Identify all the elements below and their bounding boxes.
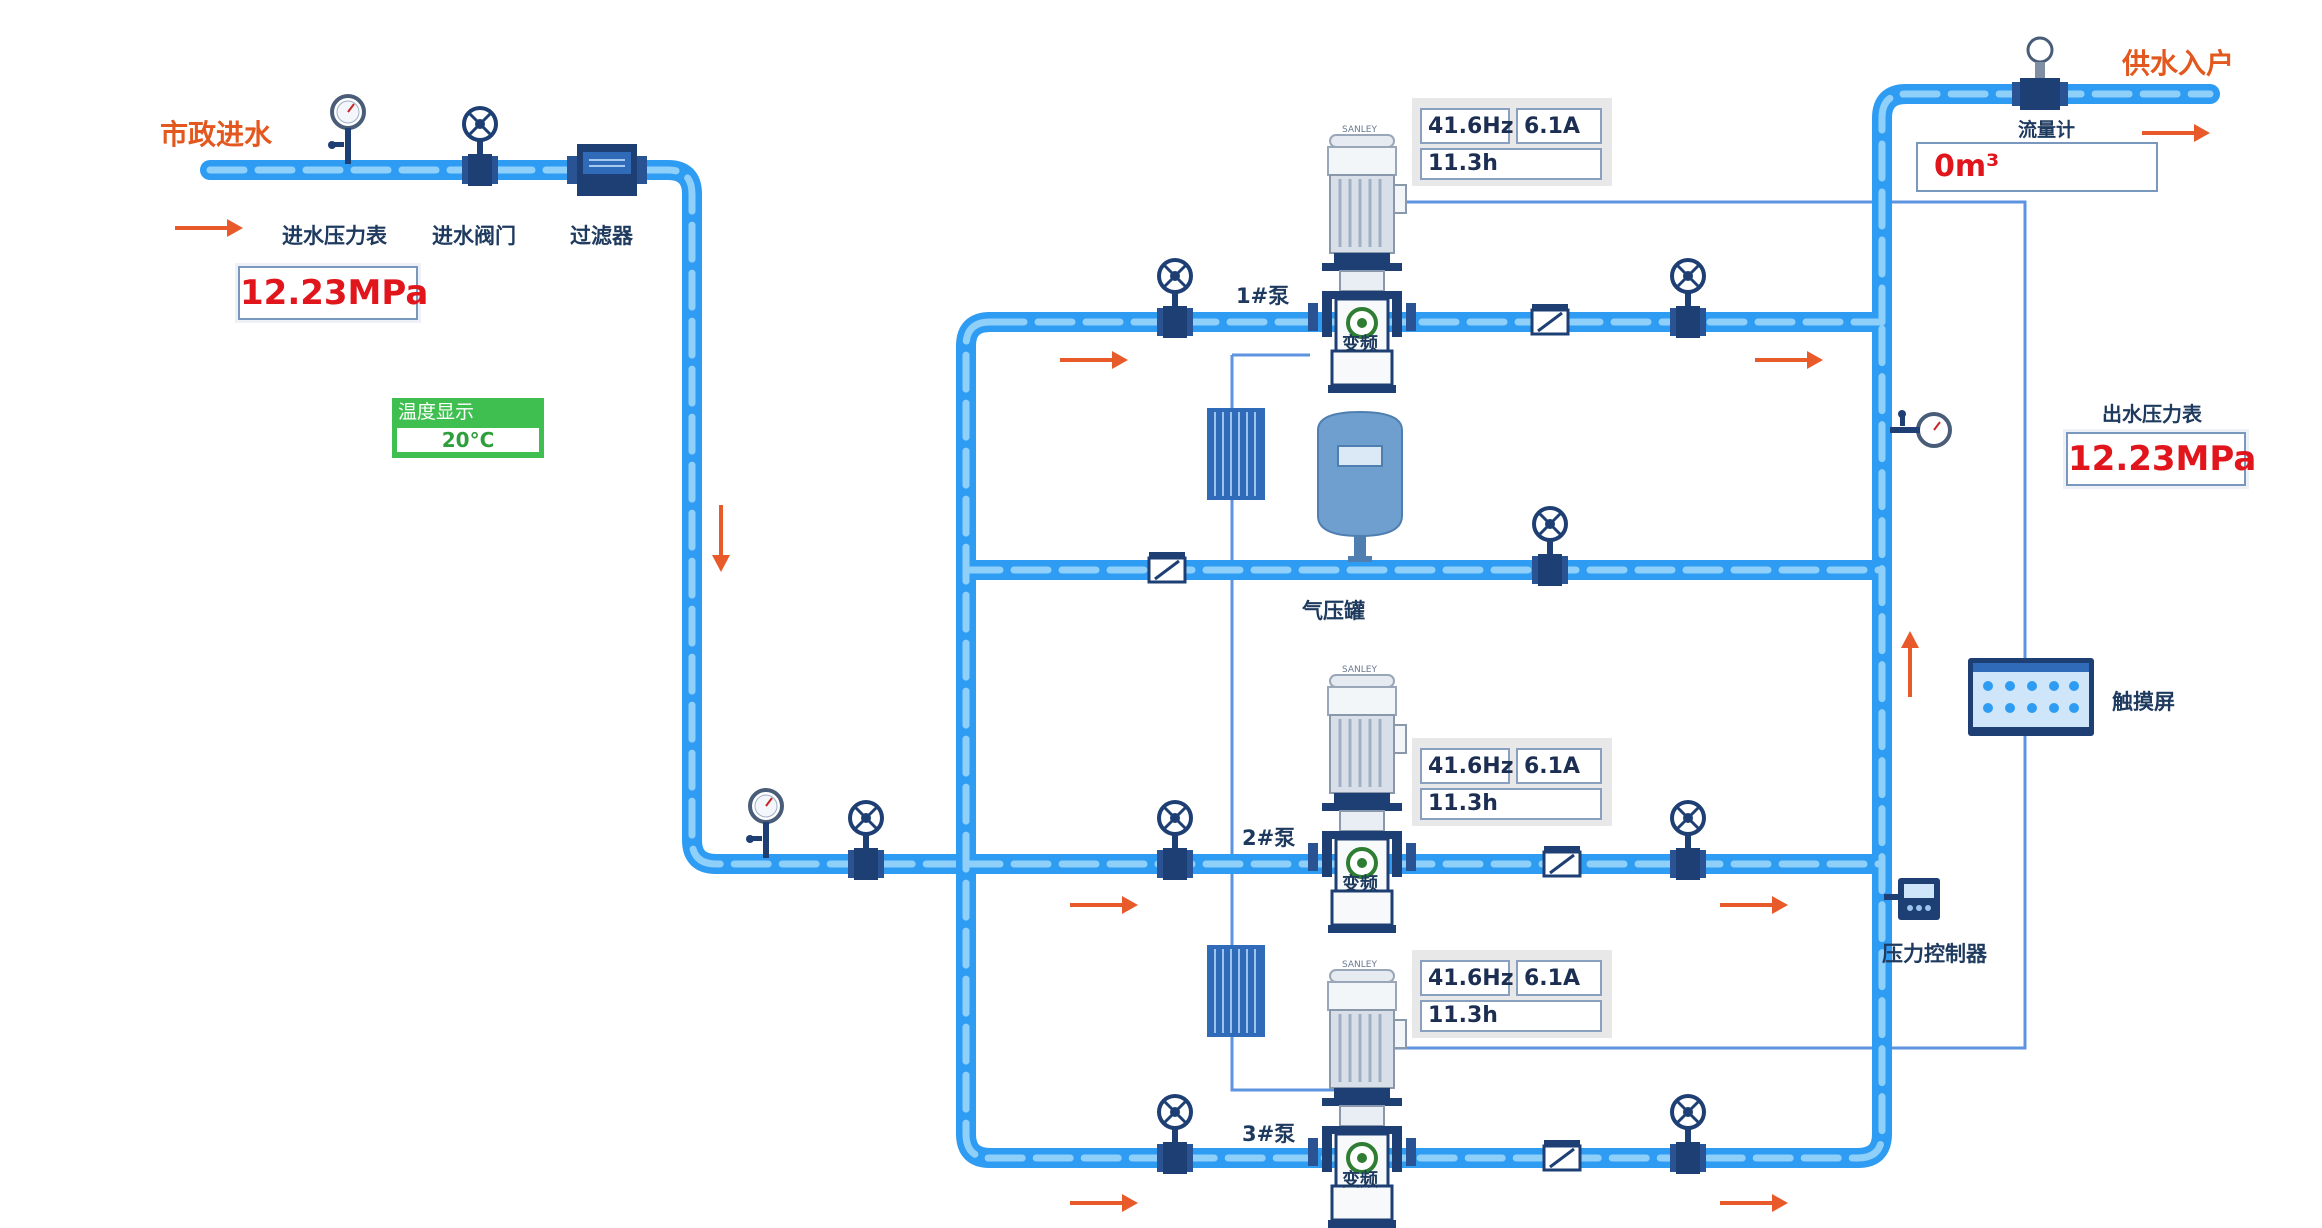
flowmeter-icon [2012, 36, 2068, 110]
control-wires [1230, 200, 2027, 1092]
pump2-runtime: 11.3h [1420, 788, 1602, 820]
pump3-status-panel: 41.6Hz 6.1A 11.3h [1412, 950, 1612, 1038]
filter-label: 过滤器 [570, 224, 633, 248]
filter-icon [567, 144, 647, 196]
outlet-pressure-label: 出水压力表 [2102, 402, 2202, 426]
inlet-valve-icon[interactable] [460, 106, 500, 188]
inlet-pressure-gauge-icon [326, 94, 366, 166]
pump3-frequency: 41.6Hz [1420, 960, 1514, 996]
tank-valve-icon[interactable] [1530, 506, 1570, 588]
inlet-title: 市政进水 [160, 118, 273, 151]
pump1-discharge-valve-icon[interactable] [1668, 258, 1708, 340]
temperature-display: 温度显示 20°C [392, 398, 544, 458]
pump1-frequency: 41.6Hz [1420, 108, 1514, 144]
pump1-vfd-label: 变频 [1342, 334, 1378, 355]
pump2-suction-valve-icon[interactable] [1155, 800, 1195, 882]
pump1-brand: SANLEY [1342, 125, 1377, 135]
pump2-discharge-valve-icon[interactable] [1668, 800, 1708, 882]
pump3-vfd-label: 变频 [1342, 1170, 1378, 1191]
pump3-in-arrow-icon [1068, 1192, 1140, 1214]
pump2-in-arrow-icon [1068, 894, 1140, 916]
pump-manifold-pipes [956, 84, 2220, 1168]
inlet-flow-arrow-icon [173, 217, 245, 239]
pump2-brand: SANLEY [1342, 665, 1377, 675]
outlet-pressure-gauge-icon [1890, 410, 1952, 448]
pump-inlet-valve-icon[interactable] [846, 800, 886, 882]
pump1-runtime: 11.3h [1420, 148, 1602, 180]
outlet-pressure-value: 12.23MPa [2066, 432, 2256, 486]
pump2-frequency: 41.6Hz [1420, 748, 1514, 784]
downflow-arrow-icon [712, 505, 730, 572]
pump-inlet-gauge-icon [744, 788, 784, 860]
pump3-check-valve-icon [1542, 1138, 1582, 1172]
pressure-tank-icon [1317, 410, 1403, 562]
pump1-in-arrow-icon [1058, 349, 1130, 371]
touchscreen-label: 触摸屏 [2112, 690, 2175, 714]
pump1-out-arrow-icon [1753, 349, 1825, 371]
inlet-pressure-gauge-label: 进水压力表 [282, 224, 387, 248]
pump2-name: 2#泵 [1242, 826, 1296, 850]
pump3-out-arrow-icon [1718, 1192, 1790, 1214]
pump3-current: 6.1A [1516, 960, 1602, 996]
flow-value: 0m³ [1916, 142, 2158, 192]
pump2-vfd-label: 变频 [1342, 874, 1378, 895]
pump2-current: 6.1A [1516, 748, 1602, 784]
pump3-brand: SANLEY [1342, 960, 1377, 970]
pump1-name: 1#泵 [1236, 284, 1290, 308]
inlet-pressure-value: 12.23MPa [238, 266, 428, 320]
vfd-panel-upper-icon [1207, 408, 1265, 500]
tank-check-valve-icon [1147, 550, 1187, 584]
temperature-title: 温度显示 [398, 401, 475, 423]
pump3-discharge-valve-icon[interactable] [1668, 1094, 1708, 1176]
pump1-current: 6.1A [1516, 108, 1602, 144]
outlet-arrow-icon [2140, 122, 2212, 144]
outlet-title: 供水入户 [2122, 47, 2235, 80]
touchscreen-icon[interactable] [1968, 658, 2094, 736]
pump3-name: 3#泵 [1242, 1122, 1296, 1146]
pump2-out-arrow-icon [1718, 894, 1790, 916]
tank-label: 气压罐 [1302, 599, 1365, 623]
pump1-check-valve-icon [1530, 302, 1570, 336]
pressure-controller-icon [1884, 878, 1940, 920]
pressure-controller-label: 压力控制器 [1882, 942, 1987, 966]
pump2-check-valve-icon [1542, 844, 1582, 878]
pump3-runtime: 11.3h [1420, 1000, 1602, 1032]
pump3-suction-valve-icon[interactable] [1155, 1094, 1195, 1176]
pump1-status-panel: 41.6Hz 6.1A 11.3h [1412, 98, 1612, 186]
pump1-suction-valve-icon[interactable] [1155, 258, 1195, 340]
upflow-arrow-icon [1901, 631, 1919, 697]
flowmeter-label: 流量计 [2018, 119, 2076, 141]
inlet-pipe [200, 160, 976, 874]
temperature-value: 20°C [397, 428, 539, 452]
inlet-valve-label: 进水阀门 [432, 224, 516, 248]
flow-arrows [173, 122, 2212, 1214]
vfd-panel-lower-icon [1207, 945, 1265, 1037]
pump2-status-panel: 41.6Hz 6.1A 11.3h [1412, 738, 1612, 826]
